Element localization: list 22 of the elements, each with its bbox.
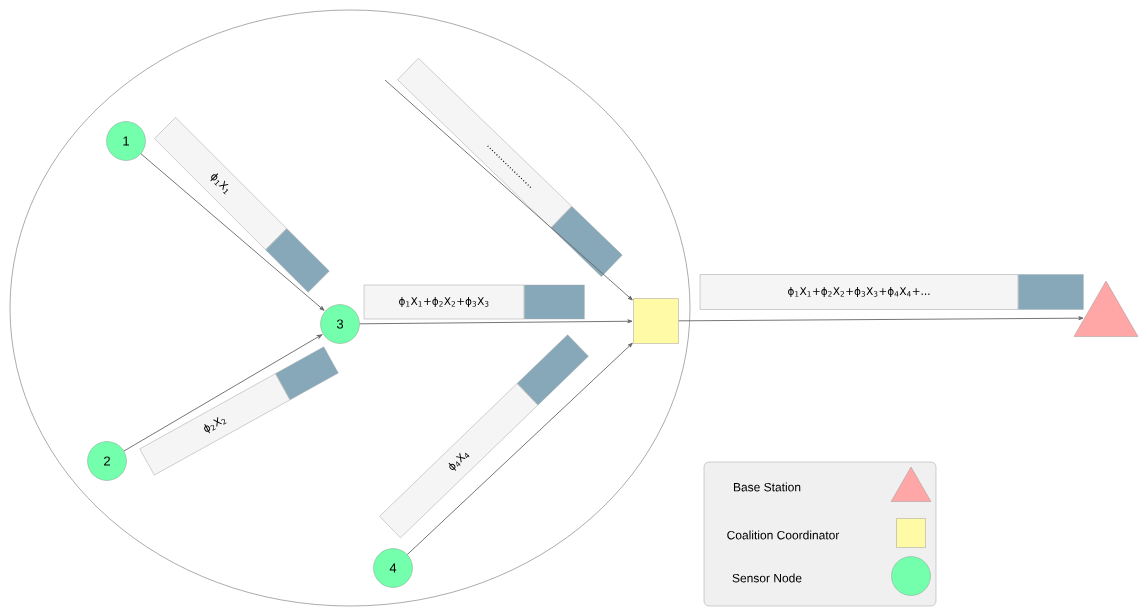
base-station-triangle: [1073, 280, 1139, 337]
arrow: [123, 334, 323, 452]
sensor-node: 1: [106, 121, 146, 161]
data-packet: ϕ$_{1}$X$_{1}$+ϕ$_{2}$X$_{2}$+ϕ$_{3}$X$_{3}$+ϕ$_{4}$X$_{4}$+...: [699, 274, 1084, 310]
arrow: [359, 319, 633, 325]
legend-label: Base Station: [734, 482, 801, 492]
data-packet: ϕ$_{1}$X$_{1}$+ϕ$_{2}$X$_{2}$+ϕ$_{3}$X$_{3}$: [363, 284, 585, 320]
arrow: [406, 342, 633, 555]
data-packet: ϕ$_{4}$X$_{4}$: [379, 334, 589, 539]
legend-label: Coalition Coordinator: [727, 530, 840, 540]
coordinator-square: [633, 298, 679, 344]
arrow: [140, 153, 325, 311]
coalition-ellipse: [9, 9, 691, 607]
arrow: [384, 79, 633, 301]
data-packet: [397, 58, 623, 277]
arrow: [678, 316, 1084, 322]
data-packet: ϕ$_{2}$X$_{2}$: [139, 346, 339, 476]
sensor-node: 2: [87, 441, 127, 481]
data-packet: ϕ$_{1}$X$_{1}$: [154, 117, 330, 293]
sensor-node: 4: [373, 548, 413, 588]
sensor-node: 3: [320, 304, 360, 344]
legend-label: Sensor Node: [732, 573, 802, 583]
